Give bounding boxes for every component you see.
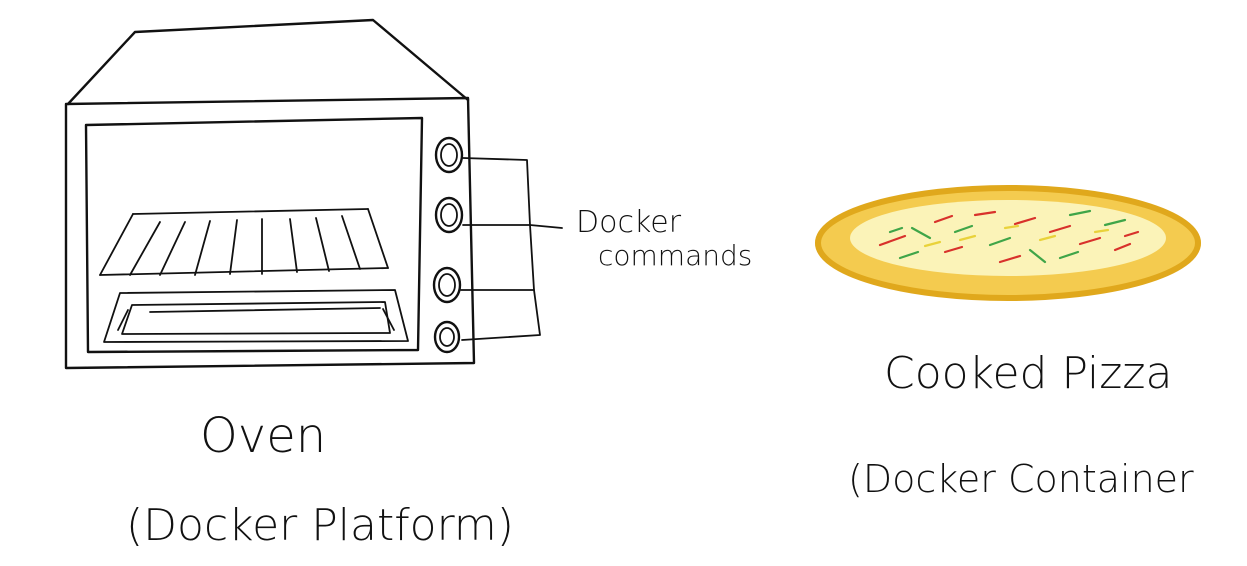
oven-body xyxy=(64,96,476,370)
knob-icon xyxy=(432,266,462,304)
oven-title: Oven xyxy=(200,408,326,464)
pizza-subtitle: (Docker Container xyxy=(848,457,1194,501)
oven xyxy=(64,18,563,370)
oven-knobs xyxy=(432,136,464,354)
oven-lower-tray xyxy=(103,289,409,343)
oven-subtitle: (Docker Platform) xyxy=(126,500,514,551)
pizza-image xyxy=(815,185,1201,301)
oven-top xyxy=(66,18,470,106)
oven-window xyxy=(84,116,424,354)
pizza-toppings xyxy=(878,209,1140,264)
pizza-title: Cooked Pizza xyxy=(884,348,1172,399)
knob-icon xyxy=(433,320,461,354)
oven-upper-rack xyxy=(99,208,389,276)
knobs-label-line2: commands xyxy=(598,239,752,272)
pizza-crust-rim xyxy=(815,185,1201,301)
knobs-label-line1: Docker xyxy=(576,205,682,240)
knobs-bracket xyxy=(460,157,563,341)
knob-icon xyxy=(434,136,464,174)
knob-icon xyxy=(434,196,464,234)
